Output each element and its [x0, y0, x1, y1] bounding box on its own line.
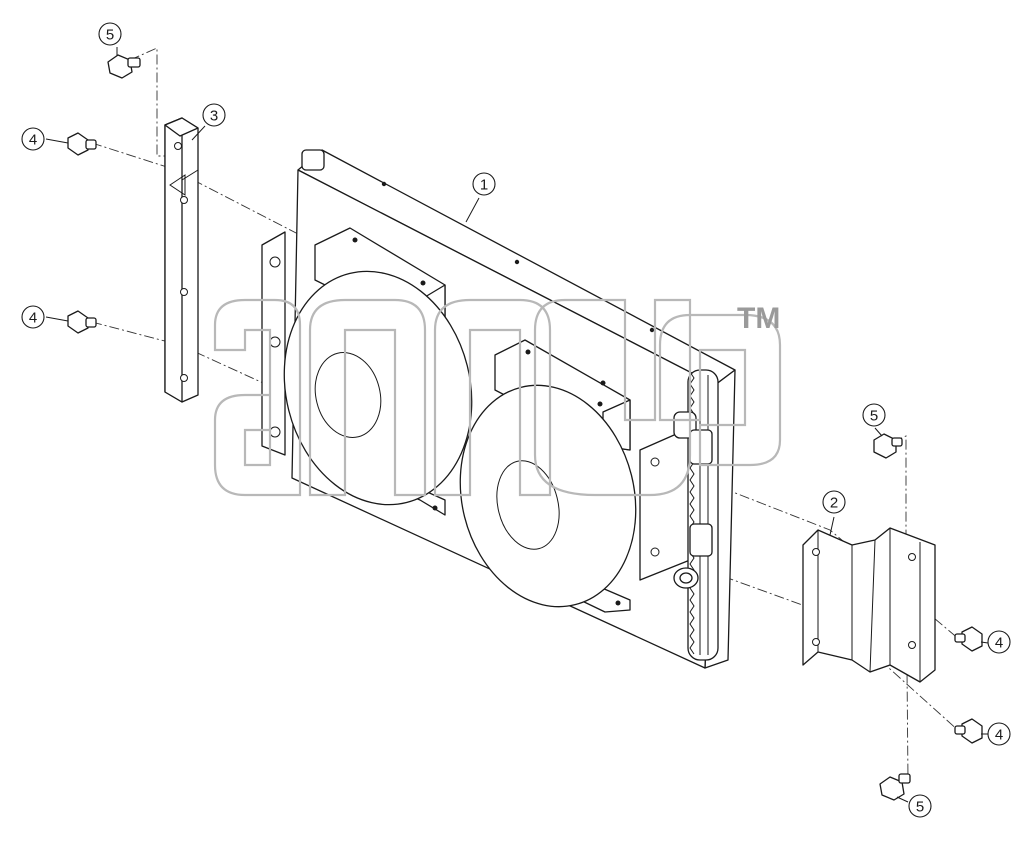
screw-right-bottom: [879, 773, 911, 801]
callout-4-right-top: 4: [987, 630, 1011, 654]
callout-5-right-top: 5: [862, 403, 886, 427]
bolt-right-bottom: [954, 718, 983, 744]
callout-5-right-bottom-label: 5: [916, 799, 924, 816]
callout-leaders: [45, 47, 989, 803]
screw-right-top: [873, 433, 903, 459]
left-bracket: [164, 117, 199, 403]
callout-3: 3: [202, 103, 226, 127]
callout-4-left-top: 4: [21, 127, 45, 151]
callout-4-left-top-label: 4: [29, 132, 37, 149]
callout-4-right-bottom-label: 4: [995, 727, 1003, 744]
callout-4-left-bottom: 4: [21, 305, 45, 329]
radiator-right-plate: [639, 427, 691, 581]
callout-2-label: 2: [830, 495, 838, 512]
callout-5-left-top-label: 5: [106, 27, 114, 44]
watermark-logo: TM: [213, 298, 782, 497]
callout-5-right-bottom: 5: [908, 794, 932, 818]
callout-3-label: 3: [210, 108, 218, 125]
fan-hub-left: [314, 352, 382, 438]
callout-4-right-top-label: 4: [995, 635, 1003, 652]
screw-left-top: [107, 54, 141, 79]
fan-hub-right: [496, 460, 560, 550]
radiator-assembly: [261, 149, 736, 669]
bolt-right-top: [954, 626, 983, 652]
bolt-left-bottom: [67, 310, 97, 334]
callout-4-left-bottom-label: 4: [29, 310, 37, 327]
callout-1: 1: [472, 172, 496, 196]
callout-4-right-bottom: 4: [987, 722, 1011, 746]
callout-2: 2: [822, 490, 846, 514]
trademark-symbol: TM: [737, 302, 780, 335]
bolt-left-top: [67, 132, 97, 156]
callout-1-label: 1: [480, 177, 488, 194]
right-bracket: [802, 527, 936, 683]
callout-5-left-top: 5: [98, 22, 122, 46]
callout-5-right-top-label: 5: [870, 408, 878, 425]
